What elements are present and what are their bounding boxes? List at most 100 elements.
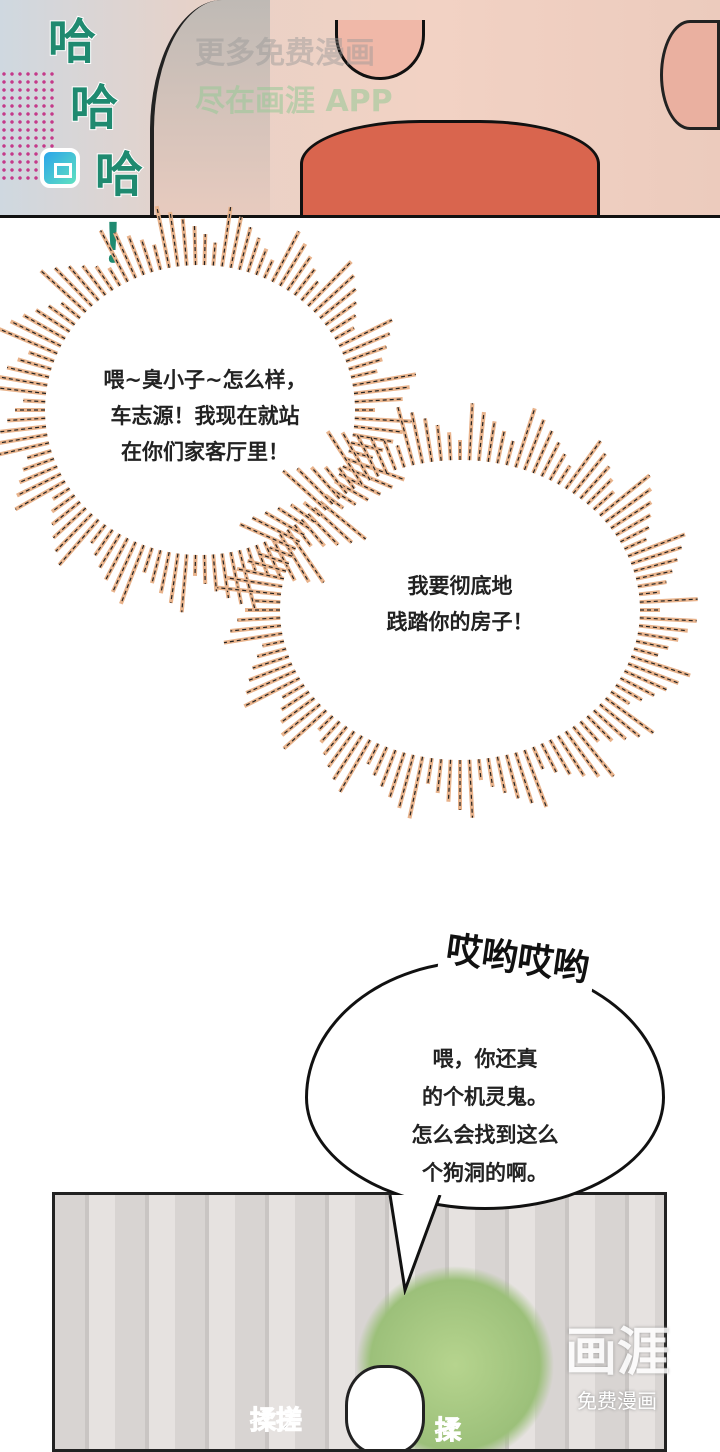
burst-line xyxy=(299,280,320,302)
burst-line xyxy=(226,577,283,588)
burst-line xyxy=(541,743,557,773)
burst-line xyxy=(614,513,652,537)
burst-line xyxy=(541,442,560,477)
burst-line xyxy=(348,358,383,370)
burst-line xyxy=(203,234,206,266)
burst-line xyxy=(223,632,283,644)
burst-line xyxy=(90,524,106,544)
burst-line xyxy=(170,553,179,604)
burst-line xyxy=(557,735,585,777)
burst-line xyxy=(478,759,482,781)
burst-line xyxy=(624,538,647,550)
burst-line xyxy=(396,445,405,468)
burst-line xyxy=(496,430,505,464)
burst-line xyxy=(0,386,47,396)
burst-line xyxy=(282,470,327,511)
burst-line xyxy=(281,703,321,736)
burst-line xyxy=(327,431,363,485)
burst-line xyxy=(252,517,300,543)
burst-line xyxy=(237,617,281,621)
burst-line xyxy=(105,537,129,581)
burst-line xyxy=(373,746,388,776)
burst-line xyxy=(23,399,46,403)
burst-line xyxy=(40,270,87,313)
burst-line xyxy=(303,501,321,517)
burst-line xyxy=(0,442,50,455)
burst-line xyxy=(127,235,145,276)
text-line: 个狗洞的啊。 xyxy=(422,1161,548,1185)
burst-line xyxy=(182,218,188,266)
burst-line xyxy=(353,425,403,433)
burst-line xyxy=(637,631,679,642)
burst-line xyxy=(557,465,571,485)
burst-line xyxy=(15,480,66,510)
burst-line xyxy=(565,440,601,490)
burst-line xyxy=(98,533,122,569)
burst-line xyxy=(334,327,355,340)
comic-panel-room: 揉搓 揉 xyxy=(52,1192,667,1452)
burst-line xyxy=(307,261,352,307)
burst-line xyxy=(605,488,652,523)
burst-line xyxy=(330,487,356,506)
text-line: 喂~臭小子~怎么样， xyxy=(103,368,307,392)
burst-line xyxy=(114,232,137,279)
burst-line xyxy=(610,691,630,705)
burst-line xyxy=(280,696,316,724)
burst-line xyxy=(325,301,357,326)
burst-line xyxy=(599,703,640,737)
burst-line xyxy=(0,387,47,395)
burst-line xyxy=(281,691,310,711)
burst-line xyxy=(255,544,269,576)
comic-panel-laughing: 更多免费漫画 尽在画涯 APP 哈 哈 哈 xyxy=(0,0,720,218)
burst-line xyxy=(160,551,170,594)
sfx-rub: 揉 xyxy=(434,1416,462,1447)
burst-line xyxy=(0,434,48,444)
burst-line xyxy=(548,738,572,776)
burst-line xyxy=(7,417,46,422)
burst-line xyxy=(633,558,678,572)
burst-line xyxy=(637,581,667,588)
burst-line xyxy=(615,684,643,701)
burst-line xyxy=(271,537,296,581)
burst-line xyxy=(153,244,162,270)
burst-line xyxy=(181,554,188,613)
chibi-character xyxy=(345,1365,425,1449)
burst-line xyxy=(579,466,610,499)
burst-line xyxy=(156,206,170,269)
burst-line xyxy=(34,308,71,334)
burst-line xyxy=(586,715,613,742)
burst-line xyxy=(638,625,688,632)
burst-line xyxy=(279,243,306,287)
burst-line xyxy=(151,550,162,584)
burst-line xyxy=(257,648,287,658)
burst-line xyxy=(58,519,99,566)
burst-line xyxy=(311,466,341,499)
burst-line xyxy=(397,407,414,466)
burst-line xyxy=(217,587,282,595)
burst-line xyxy=(253,600,281,603)
burst-bubble-1 xyxy=(0,205,417,613)
burst-line xyxy=(248,663,293,681)
burst-line xyxy=(296,468,334,505)
burst-line xyxy=(339,739,371,793)
burst-line xyxy=(7,366,50,378)
text-line: 车志源！我现在就站 xyxy=(110,404,300,428)
burst-line xyxy=(194,554,197,576)
text-line: 喂，你还真 xyxy=(432,1047,538,1071)
burst-line xyxy=(639,617,697,622)
burst-line xyxy=(620,677,655,696)
burst-line xyxy=(593,709,627,740)
burst-line xyxy=(203,554,206,584)
watermark-text: 尽在画涯 xyxy=(195,84,315,119)
burst-line xyxy=(294,524,312,547)
burst-line xyxy=(350,442,384,451)
burst-line xyxy=(22,458,55,471)
burst-line xyxy=(496,756,506,794)
burst-line xyxy=(342,333,390,355)
burst-line xyxy=(565,730,600,778)
burst-line xyxy=(532,746,544,770)
burst-line xyxy=(319,501,367,540)
burst-line xyxy=(523,419,545,471)
burst-line xyxy=(333,735,363,780)
watermark-text: 更多免费漫画 xyxy=(195,36,375,71)
